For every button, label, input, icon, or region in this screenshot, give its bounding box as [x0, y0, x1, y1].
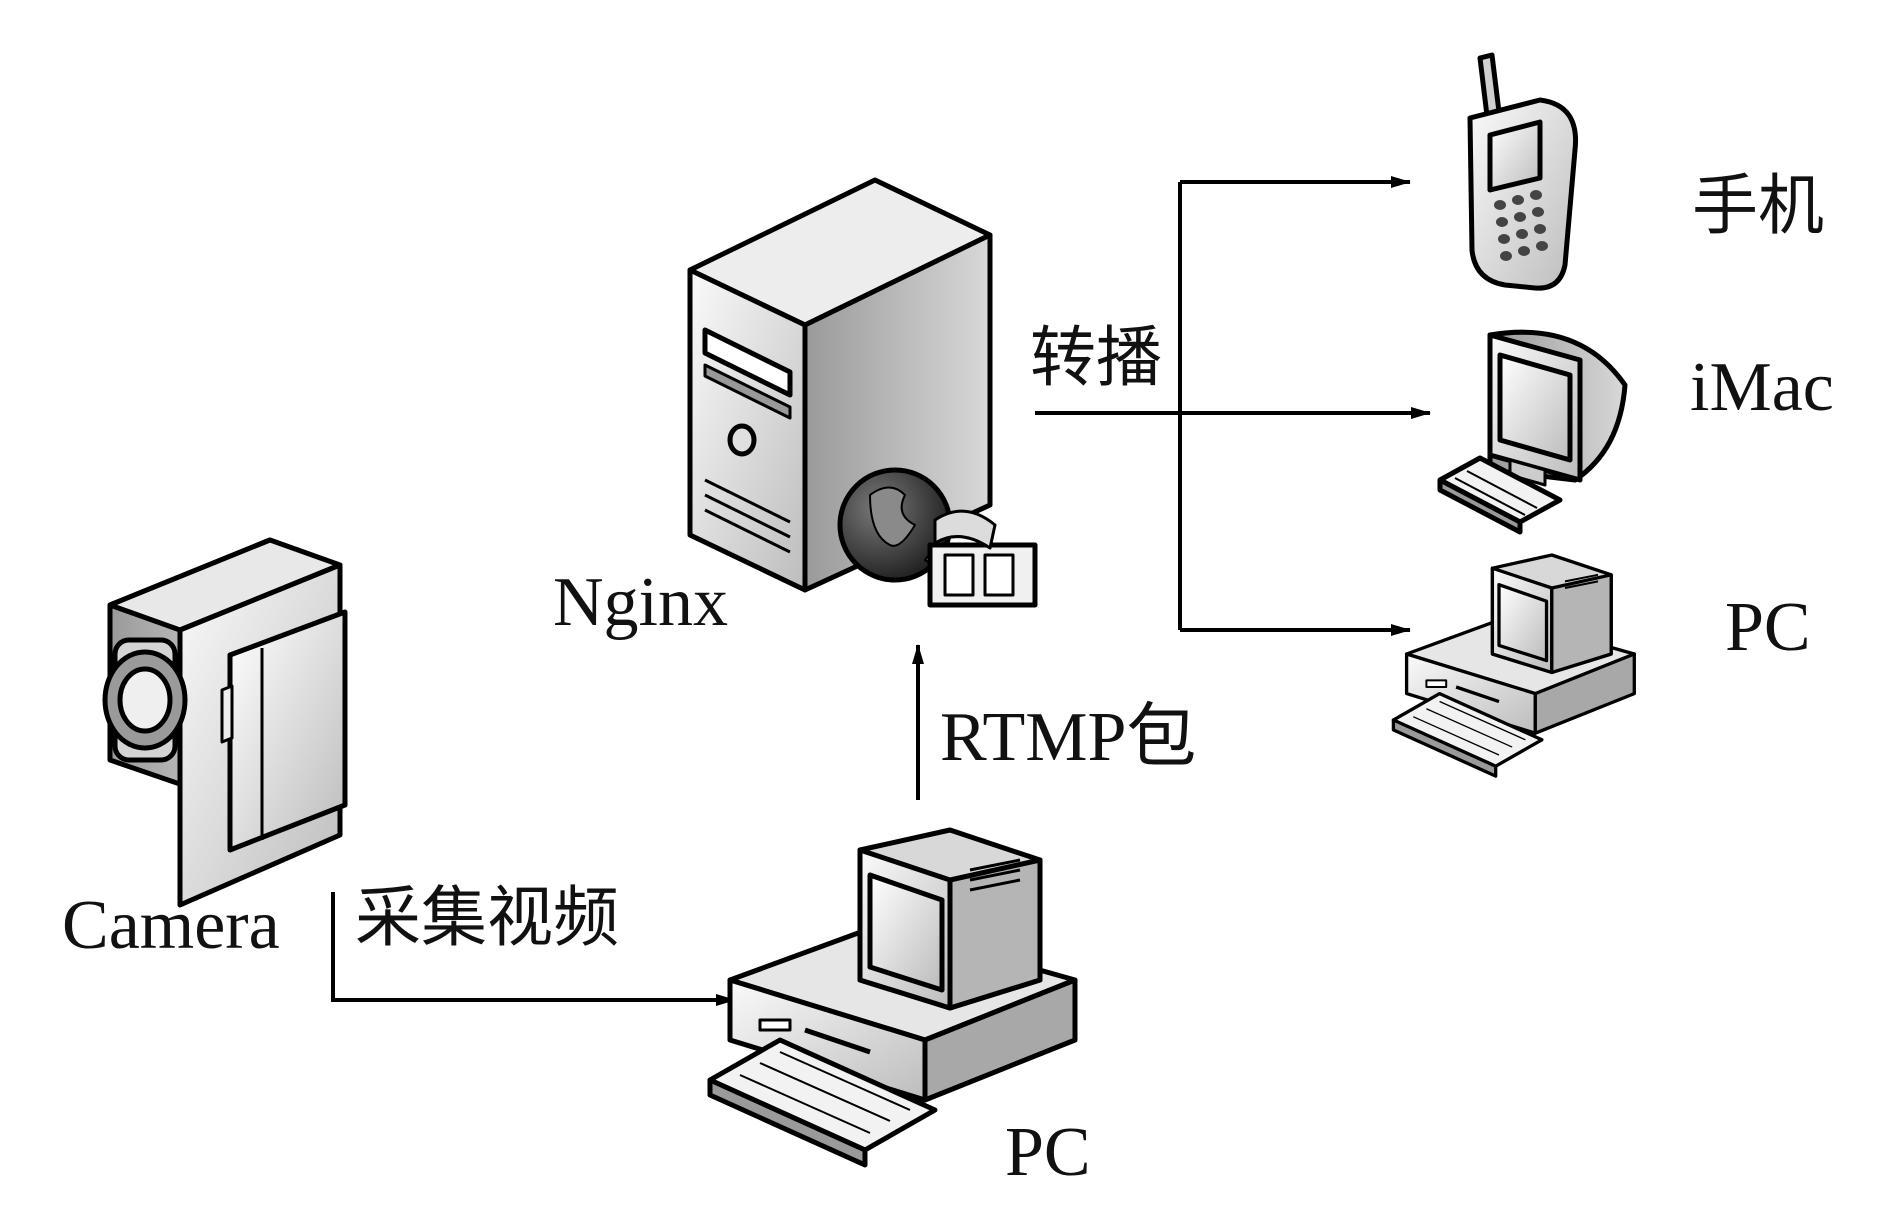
imac-label: iMac: [1690, 349, 1834, 426]
desktop-computer-icon: [707, 827, 1078, 1168]
rtmp-edge-label: RTMP包: [940, 699, 1196, 776]
nginx-label: Nginx: [553, 564, 728, 641]
capture-edge-label: 采集视频: [355, 882, 619, 955]
video-camera-icon: [102, 537, 348, 908]
camera-label: Camera: [62, 887, 280, 964]
imac-computer-icon: [1437, 329, 1628, 535]
desktop-computer-icon: [1391, 553, 1636, 778]
globe-media-icon: [837, 467, 1038, 608]
source-pc-label: PC: [1005, 1114, 1091, 1191]
relay-edge-label: 转播: [1030, 322, 1162, 395]
edge-relay: [1035, 176, 1431, 636]
edge-capture-video: [331, 892, 736, 1006]
mobile-phone-icon: [1467, 52, 1579, 291]
phone-label: 手机: [1692, 170, 1824, 243]
client-pc-label: PC: [1725, 589, 1811, 666]
